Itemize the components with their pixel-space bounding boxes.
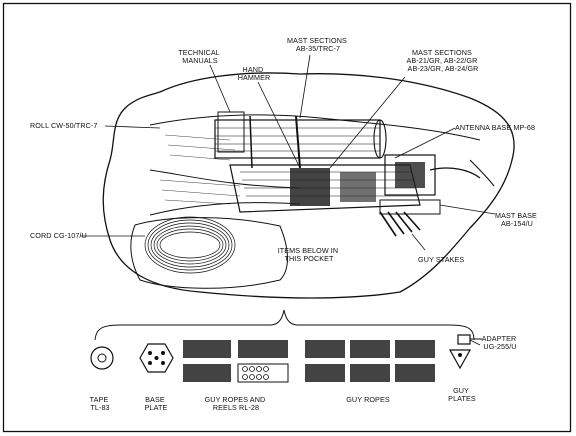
label-cord: CORD CG-107/U xyxy=(30,231,87,240)
base-plate-icon xyxy=(139,343,174,373)
label-guy-stakes: GUY STAKES xyxy=(418,255,464,264)
label-antenna-base: ANTENNA BASE MP-68 xyxy=(455,123,535,132)
label-roll: ROLL CW-50/TRC-7 xyxy=(30,121,98,130)
label-adapter: ADAPTER UG-255/U xyxy=(482,334,519,351)
label-guy-ropes: GUY ROPES xyxy=(346,395,390,404)
label-hand-hammer: HAND HAMMER xyxy=(238,65,271,82)
roll-strap xyxy=(469,159,495,187)
label-base-plate: BASE PLATE xyxy=(145,395,168,412)
technical-manuals-box xyxy=(217,111,245,153)
roll-fold-3 xyxy=(149,202,301,216)
adapter-icon xyxy=(457,334,482,345)
guy-ropes-icon xyxy=(305,340,435,382)
guy-plates-icon xyxy=(448,349,472,370)
roll-fold-2 xyxy=(149,169,301,189)
guy-stakes xyxy=(379,211,421,237)
roll-shading xyxy=(159,134,241,205)
roll-fold xyxy=(149,114,481,141)
label-mast-sections-group: MAST SECTIONS AB-21/GR, AB-22/GR AB-23/G… xyxy=(406,48,479,73)
mast-sections-bundle xyxy=(214,115,387,169)
label-items-below: ITEMS BELOW IN THIS POCKET xyxy=(278,246,341,263)
guy-ropes-and-reels-icon xyxy=(183,340,289,383)
leader-lines xyxy=(80,54,496,346)
label-mast-base: MAST BASE AB-154/U xyxy=(495,211,539,228)
cord-coil xyxy=(144,216,236,274)
pocket-outline xyxy=(130,217,288,289)
lower-bundle xyxy=(229,164,421,213)
tape-icon xyxy=(90,346,114,370)
label-guy-plates: GUY PLATES xyxy=(448,386,476,403)
roll-outline xyxy=(102,72,515,299)
label-tape: TAPE TL-83 xyxy=(90,395,111,412)
label-mast-sections-ab35: MAST SECTIONS AB-35/TRC-7 xyxy=(287,36,349,53)
items-below-brace xyxy=(94,309,475,341)
diagram-frame xyxy=(2,2,572,433)
mast-base-hardware xyxy=(379,154,481,215)
label-guy-ropes-and-reels: GUY ROPES AND REELS RL-28 xyxy=(205,395,268,412)
label-technical-manuals: TECHNICAL MANUALS xyxy=(178,48,221,65)
